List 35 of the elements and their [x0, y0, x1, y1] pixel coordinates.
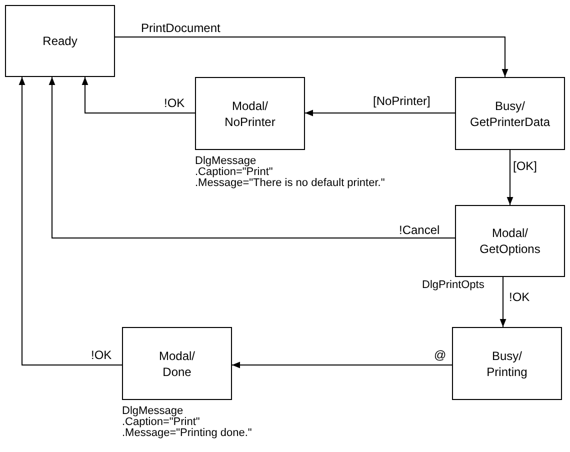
- state-name: Modal/ Done: [158, 348, 196, 380]
- transition-arrow: [18, 76, 122, 366]
- edge-label: !OK: [163, 97, 186, 110]
- action-note: .Caption="Print": [122, 417, 200, 428]
- state-box: [452, 327, 562, 400]
- action-note: .Caption="Print": [195, 167, 273, 178]
- action-note: DlgMessage: [122, 406, 184, 417]
- transition-arrow: [506, 150, 514, 206]
- state-name: Modal/ GetOptions: [480, 225, 540, 257]
- transition-arrow: [48, 76, 456, 238]
- edge-label: !OK: [508, 291, 531, 304]
- state-box: [122, 327, 232, 400]
- edge-label: [OK]: [512, 160, 538, 173]
- state-name: Modal/ NoPrinter: [224, 98, 276, 130]
- transition-arrow: [500, 276, 506, 328]
- transition-arrow: [114, 36, 508, 78]
- action-note: DlgMessage: [195, 156, 256, 167]
- state-box: [5, 5, 115, 77]
- edge-label: !Cancel: [398, 224, 441, 237]
- edge-label: [NoPrinter]: [372, 95, 432, 108]
- transition-arrow: [82, 76, 196, 114]
- state-box: [455, 77, 565, 150]
- action-note: DlgPrintOpts: [422, 280, 484, 291]
- state-name: Busy/ Printing: [486, 348, 528, 380]
- edge-label: PrintDocument: [140, 22, 222, 35]
- edge-label: @: [433, 349, 448, 362]
- edge-label: !OK: [90, 349, 113, 362]
- action-note: .Message="There is no default printer.": [195, 178, 385, 189]
- action-note: .Message="Printing done.": [122, 428, 252, 439]
- state-box: [195, 77, 305, 150]
- state-name: Ready: [42, 33, 78, 49]
- transition-arrow: [232, 362, 452, 368]
- state-box: [455, 205, 565, 277]
- transition-arrow: [304, 110, 456, 116]
- state-name: Busy/ GetPrinterData: [470, 98, 550, 130]
